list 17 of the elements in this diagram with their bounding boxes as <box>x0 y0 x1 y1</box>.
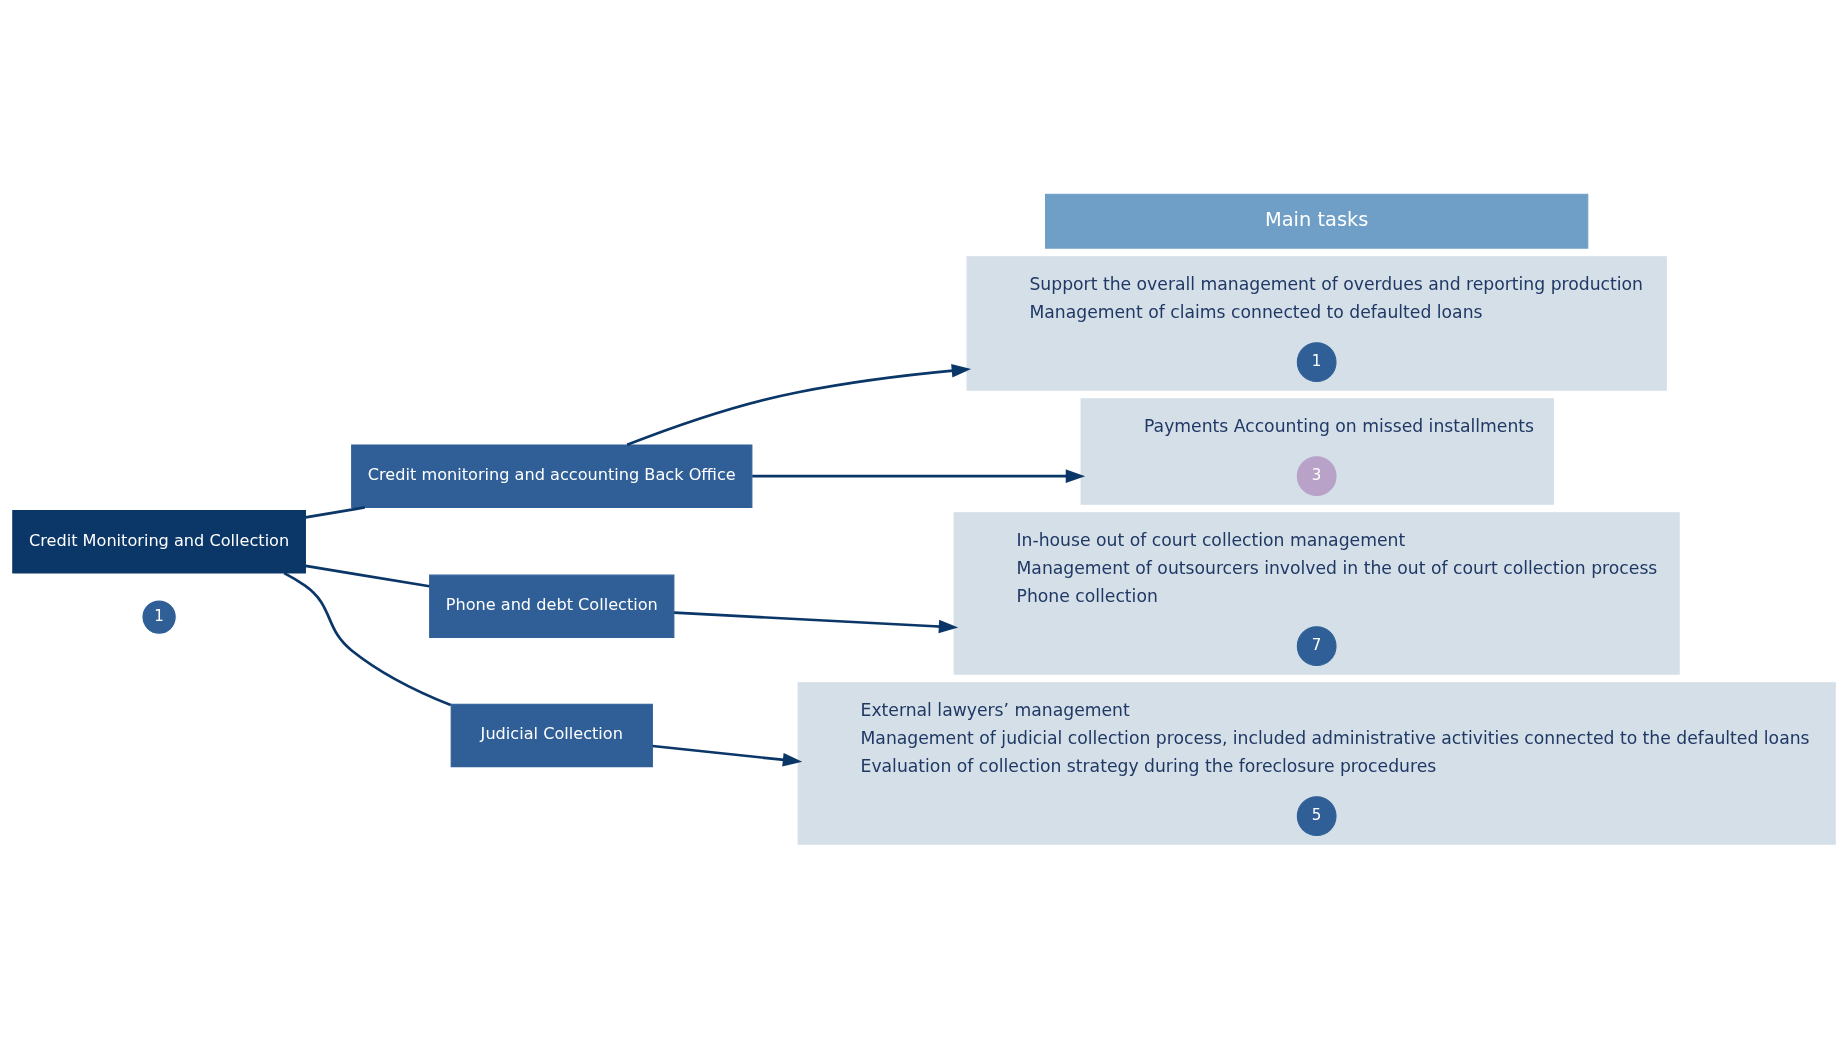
node-box: Credit monitoring and accounting Back Office <box>351 443 753 508</box>
arrow <box>674 610 959 633</box>
node-circle: 7 <box>1296 625 1337 666</box>
node-circle: 1 <box>1296 341 1337 382</box>
arrow <box>752 468 1086 483</box>
connector <box>305 505 365 519</box>
node-circle: 3 <box>1296 455 1337 496</box>
arrow <box>626 363 972 446</box>
node-circle: 5 <box>1296 795 1337 836</box>
node-box: Main tasks <box>1045 193 1589 249</box>
node-box: Judicial Collection <box>450 703 653 767</box>
connector <box>305 564 430 588</box>
arrow <box>652 744 803 767</box>
node-box: Phone and debt Collection <box>429 574 675 638</box>
connector <box>283 571 452 706</box>
node-box: Credit Monitoring and Collection <box>12 509 306 574</box>
node-label: 1 <box>154 606 164 625</box>
